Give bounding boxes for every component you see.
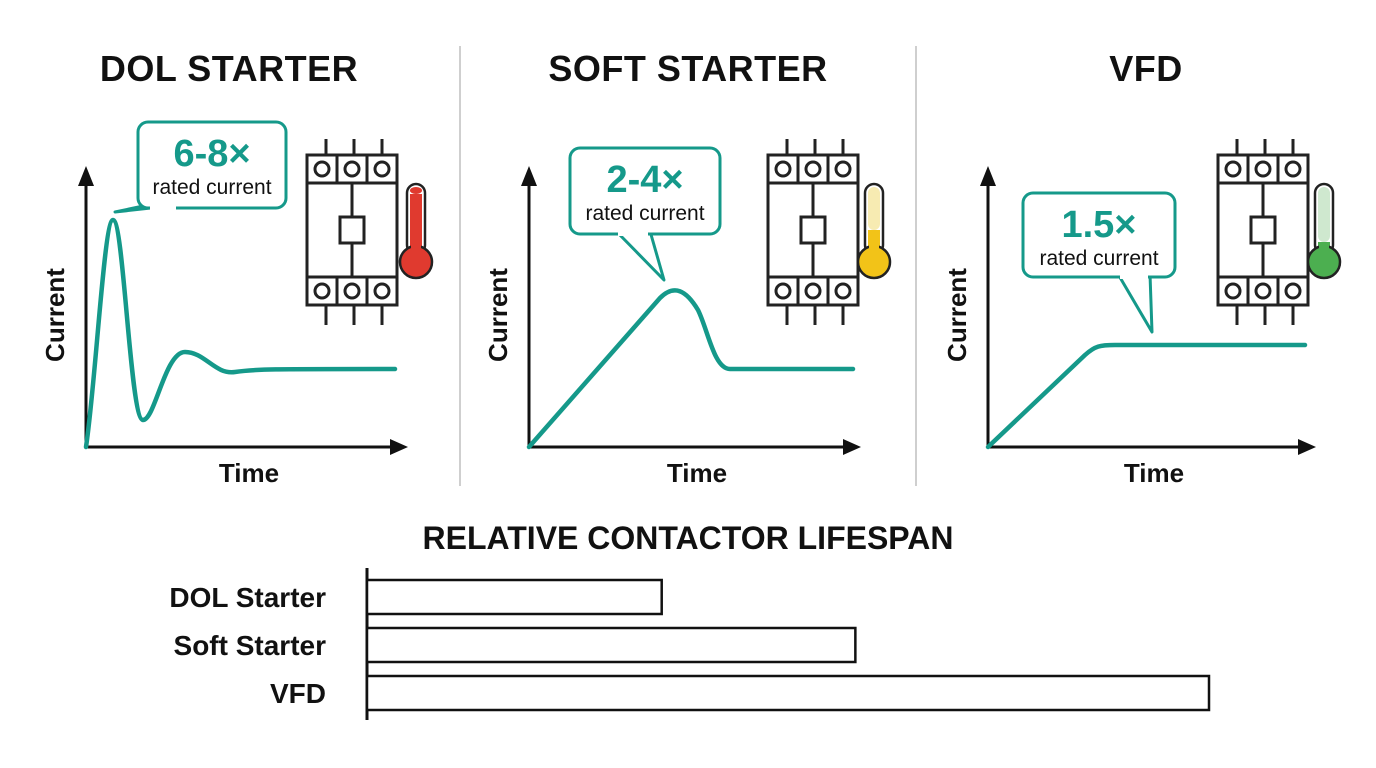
callout-value: 6-8× bbox=[173, 133, 250, 175]
panel-soft: SOFT STARTER Time Current 2-4×rated curren… bbox=[459, 0, 917, 500]
terminal-screw bbox=[1284, 282, 1302, 300]
lifespan-bar bbox=[365, 674, 1211, 712]
y-axis-label: Current bbox=[942, 268, 972, 362]
thermometer-fill bbox=[1319, 242, 1329, 262]
thermometer-empty bbox=[1318, 187, 1330, 242]
terminal-screw bbox=[313, 160, 331, 178]
terminal-screw bbox=[1254, 160, 1272, 178]
callout-label: rated current bbox=[152, 176, 271, 199]
callout-box bbox=[1021, 191, 1177, 279]
terminal-screw bbox=[1224, 282, 1242, 300]
terminal-screw bbox=[774, 282, 792, 300]
contactor-icon bbox=[766, 139, 860, 325]
terminal-screw bbox=[373, 160, 391, 178]
bar-label: Soft Starter bbox=[174, 630, 327, 661]
vfd-diagram: Time Current 1.5×rated current bbox=[942, 139, 1342, 488]
y-axis-arrow bbox=[980, 166, 996, 186]
callout-tail bbox=[1116, 273, 1154, 334]
coil-box bbox=[1249, 215, 1277, 245]
thermometer-fill bbox=[411, 194, 421, 262]
callout-value: 2-4× bbox=[606, 159, 683, 201]
x-axis-arrow bbox=[843, 439, 861, 455]
dol-diagram: Time Current 6-8×rated current bbox=[40, 120, 434, 488]
y-axis-label: Current bbox=[483, 268, 513, 362]
current-time-plot: Time Current 2-4×rated current bbox=[483, 146, 861, 488]
x-axis-label: Time bbox=[219, 458, 279, 488]
thermometer-empty bbox=[410, 187, 422, 194]
terminal-screw bbox=[834, 282, 852, 300]
current-curve bbox=[985, 342, 1308, 450]
lifespan-title: RELATIVE CONTACTOR LIFESPAN bbox=[422, 520, 954, 556]
terminal-screw bbox=[774, 160, 792, 178]
divider bbox=[915, 46, 917, 486]
terminal-screw bbox=[804, 160, 822, 178]
lifespan-bar bbox=[365, 626, 857, 664]
callout-label: rated current bbox=[1039, 247, 1158, 270]
terminal-screw bbox=[1224, 160, 1242, 178]
thermometer-empty bbox=[868, 187, 880, 230]
panel-vfd: VFD Time Current 1.5×rated current bbox=[917, 0, 1375, 500]
panel-title: SOFT STARTER bbox=[548, 48, 828, 89]
y-axis-arrow bbox=[78, 166, 94, 186]
current-curve bbox=[526, 288, 856, 450]
terminal-screw bbox=[313, 282, 331, 300]
divider bbox=[459, 46, 461, 486]
terminal-screw bbox=[1284, 160, 1302, 178]
thermometer-icon bbox=[1306, 182, 1342, 280]
panel-title: DOL STARTER bbox=[99, 48, 359, 89]
thermometer-icon bbox=[856, 182, 892, 280]
thermometer-fill bbox=[869, 230, 879, 262]
terminal-screw bbox=[1254, 282, 1272, 300]
terminal-screw bbox=[373, 282, 391, 300]
x-axis-label: Time bbox=[1124, 458, 1184, 488]
terminal-screw bbox=[804, 282, 822, 300]
x-axis-arrow bbox=[390, 439, 408, 455]
y-axis-arrow bbox=[521, 166, 537, 186]
soft-diagram: Time Current 2-4×rated current bbox=[483, 139, 892, 488]
y-axis-label: Current bbox=[40, 268, 70, 362]
callout-label: rated current bbox=[585, 202, 704, 225]
lifespan-bar bbox=[365, 578, 663, 616]
callout-box bbox=[136, 120, 288, 210]
coil-box bbox=[338, 215, 366, 245]
callout-value: 1.5× bbox=[1061, 204, 1136, 246]
bar-label: DOL Starter bbox=[169, 582, 326, 613]
panel-dol: DOL STARTER Time Current 6-8×rated current bbox=[0, 0, 458, 500]
bar-label: VFD bbox=[270, 678, 326, 709]
panel-title: VFD bbox=[1109, 48, 1183, 89]
terminal-screw bbox=[834, 160, 852, 178]
current-curve bbox=[83, 217, 398, 450]
x-axis-arrow bbox=[1298, 439, 1316, 455]
contactor-icon bbox=[305, 139, 399, 325]
x-axis-label: Time bbox=[667, 458, 727, 488]
coil-box bbox=[799, 215, 827, 245]
current-time-plot: Time Current 1.5×rated current bbox=[942, 166, 1316, 488]
current-time-plot: Time Current 6-8×rated current bbox=[40, 120, 408, 488]
terminal-screw bbox=[343, 160, 361, 178]
thermometer-icon bbox=[398, 182, 434, 280]
contactor-icon bbox=[1216, 139, 1310, 325]
terminal-screw bbox=[343, 282, 361, 300]
callout-tail bbox=[614, 229, 666, 282]
